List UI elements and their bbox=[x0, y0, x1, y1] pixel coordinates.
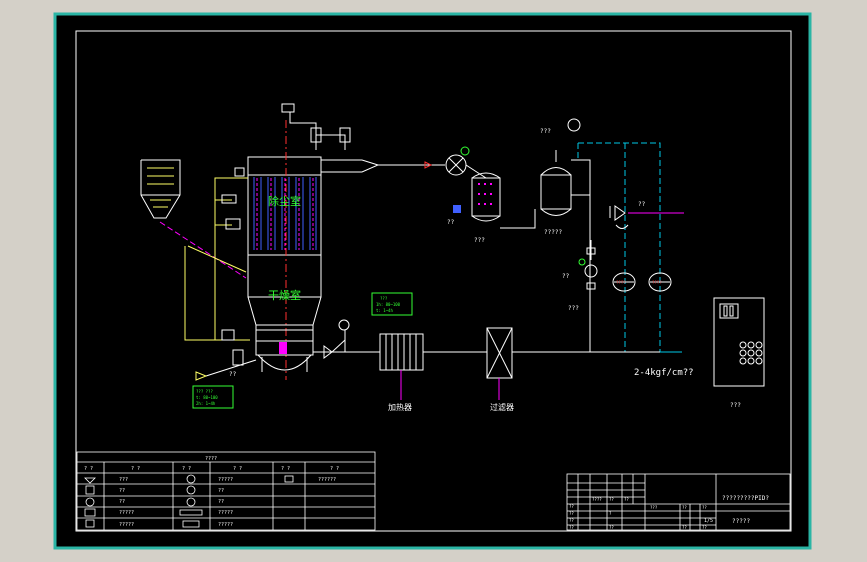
pump-left bbox=[612, 272, 636, 292]
legend-header-6: ? ? bbox=[330, 466, 339, 472]
legend-r4-c2: ????? bbox=[218, 510, 233, 516]
air-spec-box bbox=[192, 385, 234, 409]
title-block-name: ?????????PID? bbox=[722, 495, 769, 502]
yellow-feed-line bbox=[187, 245, 247, 273]
cabinet-label: ??? bbox=[730, 402, 741, 409]
legend-header-2: ? ? bbox=[131, 466, 140, 472]
tb-row-2: ?? bbox=[569, 511, 574, 516]
tb-row-4: ?? bbox=[569, 525, 574, 530]
air-filter bbox=[486, 327, 513, 379]
legend-r1-c2: ????? bbox=[218, 477, 233, 483]
top-gauge bbox=[567, 118, 581, 132]
check-valve bbox=[323, 345, 333, 359]
cond-q-label: ?? bbox=[447, 219, 455, 226]
condensing-tower bbox=[465, 164, 501, 222]
heater-spec-line2: 1h: 80~100 bbox=[376, 302, 401, 307]
tb-cell-6: ?? bbox=[702, 505, 707, 510]
tb-cell-7: ? bbox=[609, 511, 612, 516]
exhaust-valve bbox=[424, 161, 433, 169]
condenser-blue-box bbox=[453, 205, 461, 213]
legend-r5-c2: ????? bbox=[218, 522, 233, 528]
pump1-label: ???? bbox=[616, 280, 626, 285]
tb-cell-10: ?? bbox=[702, 525, 707, 530]
pump-q-label: ?? bbox=[562, 273, 570, 280]
left-q-label: ?? bbox=[229, 371, 237, 378]
legend-symbols bbox=[84, 474, 294, 528]
pressure-label: 2-4kgf/cm?? bbox=[634, 368, 694, 378]
valve-symbol bbox=[609, 205, 629, 229]
mid-q-label: ??? bbox=[568, 305, 579, 312]
filter-label: 过滤器 bbox=[490, 402, 514, 412]
valve-q-label: ?? bbox=[638, 201, 646, 208]
outer-frame bbox=[53, 12, 812, 550]
tb-row-3: ?? bbox=[569, 518, 574, 523]
pump2-label: ???? bbox=[652, 280, 662, 285]
legend-r1-c3: ?????? bbox=[318, 477, 336, 483]
heater-label: 加热器 bbox=[388, 402, 412, 412]
pump-right bbox=[648, 272, 672, 292]
air-in-line bbox=[205, 359, 257, 377]
top-q-label: ??? bbox=[540, 128, 551, 135]
inner-frame bbox=[75, 30, 792, 532]
legend-r3-c2: ?? bbox=[218, 499, 224, 505]
filter-q-label: ??? bbox=[474, 237, 485, 244]
legend-header-3: ? ? bbox=[182, 466, 191, 472]
dry-room-label: 干燥室 bbox=[268, 288, 301, 302]
air-spec-line1: ??? ??? bbox=[196, 389, 213, 394]
left-instruments bbox=[221, 167, 245, 366]
feed-hopper bbox=[140, 159, 181, 219]
control-cabinet bbox=[713, 297, 765, 387]
air-spec-line3: 2h: 1~4h bbox=[196, 401, 216, 406]
tb-cell-1: ???? bbox=[592, 497, 602, 502]
tb-cell-4: ??? bbox=[650, 505, 658, 510]
air-spec-line2: t: 80~100 bbox=[196, 395, 218, 400]
legend-r5-c1: ????? bbox=[119, 522, 134, 528]
tb-cell-8: ?? bbox=[609, 525, 614, 530]
tb-cell-9: ?? bbox=[682, 525, 687, 530]
legend-table bbox=[76, 451, 376, 531]
pump-motor-symbol bbox=[578, 258, 586, 266]
cond-bottom-label: ????? bbox=[544, 229, 562, 236]
legend-r2-c1: ?? bbox=[119, 488, 125, 494]
dryer-tower bbox=[247, 120, 322, 380]
circulation-pump bbox=[584, 240, 598, 290]
dust-room-label: 除尘室 bbox=[268, 194, 301, 208]
feed-line bbox=[159, 221, 247, 279]
fan-motor bbox=[460, 146, 470, 156]
tb-cell-2: ?? bbox=[609, 497, 614, 502]
heater-element-in-dryer bbox=[279, 342, 287, 354]
heater-spec-line1: ??? bbox=[380, 296, 388, 301]
legend-r2-c2: ?? bbox=[218, 488, 224, 494]
tb-row-1: ?? bbox=[569, 504, 574, 509]
tb-cell-3: ?? bbox=[624, 497, 629, 502]
heater-spec-box bbox=[371, 292, 413, 316]
legend-r1-c1: ??? bbox=[119, 477, 128, 483]
air-inlet-symbol bbox=[195, 371, 208, 381]
title-block bbox=[566, 473, 791, 531]
condenser-dots bbox=[478, 183, 492, 205]
tb-cell-5: ?? bbox=[682, 505, 687, 510]
separator-vessel bbox=[500, 150, 591, 352]
legend-header-1: ? ? bbox=[84, 466, 93, 472]
heater-spec-line3: t: 1~4h bbox=[376, 308, 393, 313]
legend-header-4: ? ? bbox=[233, 466, 242, 472]
temp-gauge bbox=[338, 319, 350, 331]
legend-r3-c1: ?? bbox=[119, 499, 125, 505]
heater-unit bbox=[379, 333, 424, 371]
legend-r4-c1: ????? bbox=[119, 510, 134, 516]
title-block-count: 1/5 bbox=[704, 518, 713, 524]
legend-title: ???? bbox=[205, 456, 217, 462]
legend-header-5: ? ? bbox=[281, 466, 290, 472]
title-block-drawing-no: ????? bbox=[732, 518, 750, 525]
